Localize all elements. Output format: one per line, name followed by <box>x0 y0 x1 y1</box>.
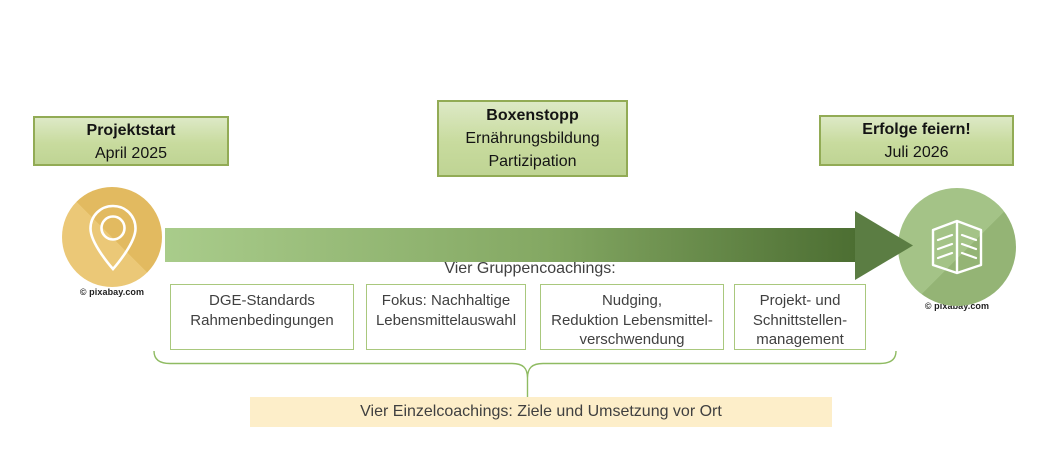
arrow-head <box>855 211 913 280</box>
coaching-box-line: Schnittstellen- <box>752 311 848 329</box>
milestone-title: Projektstart <box>86 122 176 139</box>
coaching-box-dge: DGE-Standards Rahmenbedingungen <box>170 284 354 350</box>
milestone-date: April 2025 <box>94 145 168 162</box>
coaching-box-line: verschwendung <box>579 331 685 348</box>
milestone-date: Juli 2026 <box>884 144 949 161</box>
coaching-box-line: Lebensmittelauswahl <box>375 311 517 329</box>
milestone-line: Ernährungsbildung <box>465 130 600 147</box>
timeline-arrow <box>165 211 913 280</box>
curly-brace <box>153 350 897 397</box>
map-pin-icon <box>89 204 137 271</box>
coaching-box-line: Rahmenbedingungen <box>190 311 334 329</box>
start-marker-circle <box>62 187 162 287</box>
image-credit: © pixabay.com <box>924 301 990 311</box>
coaching-box-line: Nudging, <box>601 292 663 309</box>
image-credit: © pixabay.com <box>79 287 145 297</box>
arrow-shaft <box>165 228 857 262</box>
coaching-box-line: Fokus: Nachhaltige <box>381 292 511 309</box>
coaching-box-line: DGE-Standards <box>209 292 315 309</box>
einzelcoachings-banner: Vier Einzelcoachings: Ziele und Umsetzun… <box>250 397 832 427</box>
coaching-box-fokus: Fokus: Nachhaltige Lebensmittelauswahl <box>366 284 526 350</box>
milestone-title: Erfolge feiern! <box>862 121 971 138</box>
open-book-icon <box>931 219 983 275</box>
milestone-box-boxenstopp: Boxenstopp Ernährungsbildung Partizipati… <box>437 100 628 177</box>
coaching-box-line: Projekt- und <box>759 292 841 309</box>
coaching-box-line: management <box>756 331 844 348</box>
milestone-box-start: Projektstart April 2025 <box>33 116 229 166</box>
milestone-box-end: Erfolge feiern! Juli 2026 <box>819 115 1014 166</box>
milestone-line: Partizipation <box>488 153 577 170</box>
group-coachings-label: Vier Gruppencoachings: <box>444 260 616 277</box>
milestone-title: Boxenstopp <box>486 107 579 124</box>
end-marker-circle <box>898 188 1016 306</box>
coaching-box-line: Reduktion Lebensmittel- <box>551 311 713 329</box>
coaching-box-projekt: Projekt- und Schnittstellen- management <box>734 284 866 350</box>
coaching-box-nudging: Nudging, Reduktion Lebensmittel- verschw… <box>540 284 724 350</box>
